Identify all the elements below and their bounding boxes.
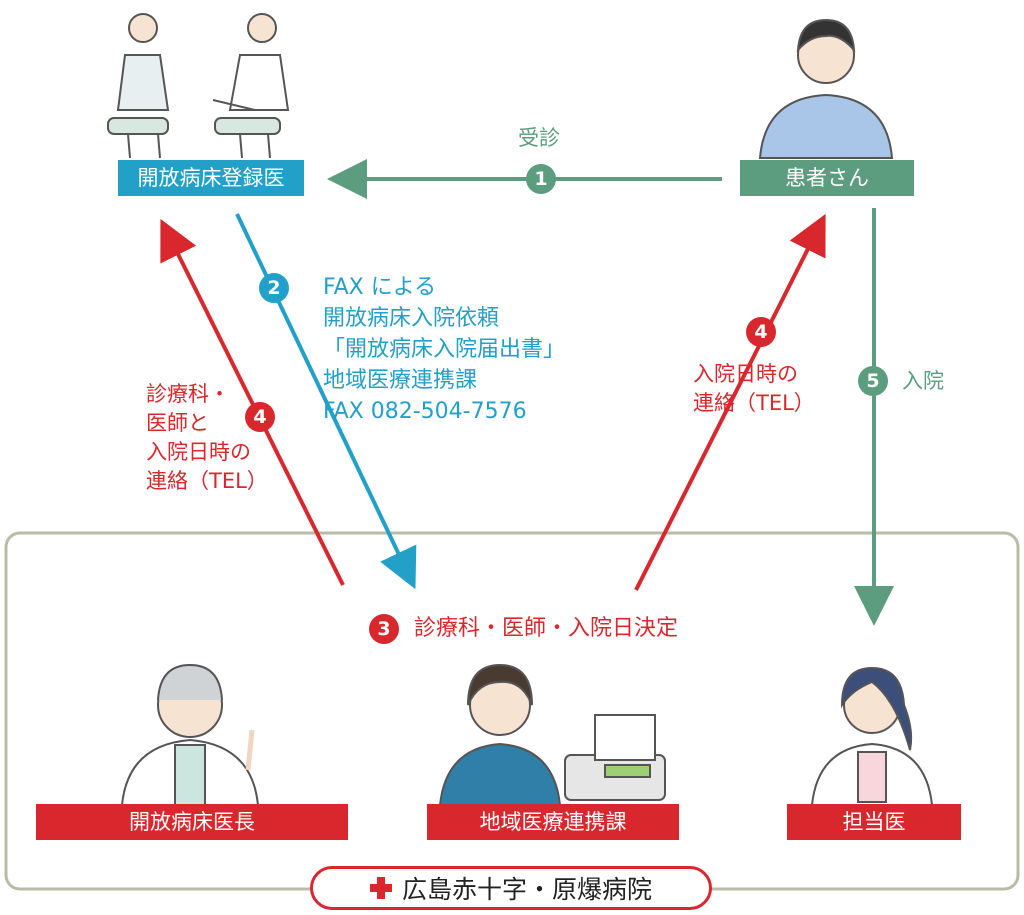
step4-left-line: 医師と [146,411,209,435]
red-cross-icon [369,877,392,899]
ward-head-illustration [120,663,260,806]
step4-right-line: 連絡（TEL） [693,391,815,415]
step2-line: 地域医療連携課 [323,368,478,393]
step4-right-text: 入院日時の 連絡（TEL） [693,360,815,418]
step2-line: FAX 082-504-7576 [323,399,527,424]
registered-doctor-label: 開放病床登録医 [118,160,304,196]
step2-line: 開放病床入院依頼 [323,306,500,331]
step2-text: FAX による 開放病床入院依頼 「開放病床入院届出書」 地域医療連携課 FAX… [323,272,565,427]
doctor-consultation-illustration [107,13,290,159]
step3-badge: 3 [369,614,399,644]
step1-label: 受診 [518,126,560,150]
liaison-dept-label: 地域医療連携課 [427,804,679,840]
step2-badge: 2 [259,273,289,303]
step4-right-badge: 4 [746,317,776,347]
step1-badge: 1 [526,164,556,194]
step2-line: 「開放病床入院届出書」 [323,337,566,362]
ward-head-label: 開放病床医長 [36,804,348,840]
step4-left-line: 診療科・ [146,382,230,406]
step4-left-line: 入院日時の [146,440,251,464]
step3-label: 診療科・医師・入院日決定 [414,616,679,641]
hospital-name-badge: 広島赤十字・原爆病院 [310,866,712,910]
patient-label: 患者さん [740,160,914,196]
step4-left-badge: 4 [245,402,275,432]
patient-illustration [758,18,894,159]
liaison-staff-illustration [438,663,666,806]
step2-line: FAX による [323,275,437,300]
step5-badge: 5 [858,366,888,396]
arrow-step4-right [634,213,826,591]
step4-right-line: 入院日時の [693,362,798,386]
attending-label: 担当医 [787,804,961,840]
attending-doctor-illustration [810,666,934,806]
step4-left-line: 連絡（TEL） [146,469,268,493]
hospital-name: 広島赤十字・原爆病院 [401,875,652,904]
step5-label: 入院 [902,369,944,393]
step4-left-text: 診療科・ 医師と 入院日時の 連絡（TEL） [146,380,268,496]
fax-machine-icon [564,714,666,801]
